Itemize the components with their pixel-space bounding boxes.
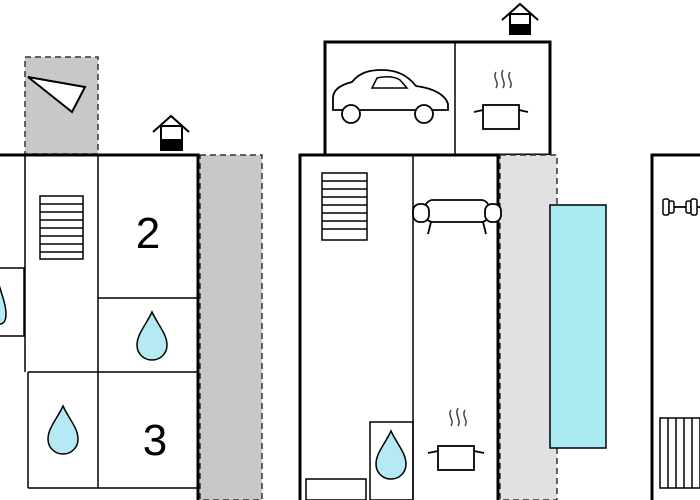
floor-middle bbox=[298, 2, 607, 500]
floor-right bbox=[650, 153, 700, 500]
sofa-icon bbox=[412, 199, 502, 235]
entrance-house-icon bbox=[152, 114, 190, 151]
bathroom-drop-icon bbox=[47, 404, 79, 455]
pool-icon bbox=[549, 204, 607, 449]
bathroom-drop-icon bbox=[136, 310, 168, 361]
door-threshold bbox=[305, 478, 367, 500]
car-icon bbox=[332, 69, 449, 124]
bathroom-drop-icon bbox=[375, 429, 407, 480]
terrace-middle bbox=[499, 154, 558, 500]
stairs-icon bbox=[321, 172, 368, 241]
floor-left: 2 3 bbox=[0, 56, 263, 500]
kitchen-pot-icon bbox=[473, 69, 529, 130]
room-number-2: 2 bbox=[136, 209, 160, 258]
dumbbell-icon bbox=[662, 198, 700, 216]
kitchen-pot-icon bbox=[427, 407, 485, 471]
terrace-right bbox=[199, 154, 263, 500]
entrance-house-icon bbox=[501, 2, 539, 35]
outer-wall-left bbox=[0, 153, 200, 500]
stairs-icon bbox=[39, 195, 84, 260]
terrace-top bbox=[24, 56, 99, 155]
radiator-icon bbox=[659, 417, 700, 489]
outer-wall-right bbox=[650, 153, 700, 500]
bathroom-drop-icon bbox=[0, 285, 7, 325]
terrace-triangle-icon bbox=[27, 76, 87, 114]
room-number-3: 3 bbox=[143, 416, 167, 465]
outer-wall-middle bbox=[298, 153, 500, 500]
